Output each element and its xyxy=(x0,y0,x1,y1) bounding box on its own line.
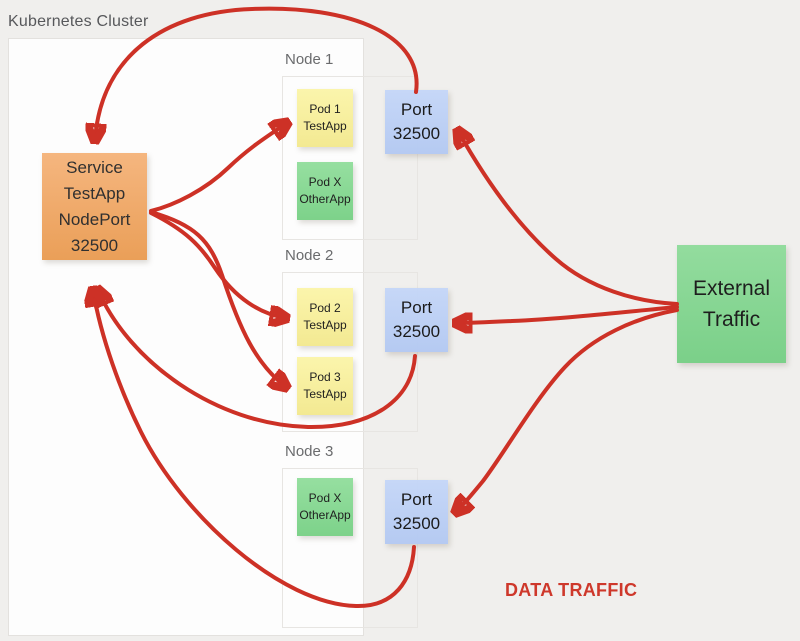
port-number: 32500 xyxy=(392,514,441,533)
node-3-label: Node 3 xyxy=(285,443,334,460)
service-line: TestApp xyxy=(63,183,126,203)
service-line: NodePort xyxy=(58,209,131,229)
arrow-external-to-port2 xyxy=(456,305,679,323)
port-number: 32500 xyxy=(392,322,441,341)
pod-app: OtherApp xyxy=(299,508,351,522)
arrow-external-to-port3 xyxy=(456,308,679,512)
port-node1-box: Port 32500 xyxy=(385,90,448,154)
port-node3-box: Port 32500 xyxy=(385,480,448,544)
port-label: Port xyxy=(400,490,433,509)
node-1-label: Node 1 xyxy=(285,51,334,68)
pod-3-box: Pod 3 TestApp xyxy=(297,357,353,415)
external-traffic-line: Traffic xyxy=(702,308,761,331)
external-traffic-box: External Traffic xyxy=(677,245,786,363)
data-traffic-caption: DATA TRAFFIC xyxy=(505,580,638,600)
arrow-external-to-port1 xyxy=(458,131,679,306)
port-label: Port xyxy=(400,100,433,119)
pod-app: TestApp xyxy=(303,387,347,401)
service-box: Service TestApp NodePort 32500 xyxy=(42,153,147,260)
service-line: 32500 xyxy=(70,235,119,255)
pod-name: Pod X xyxy=(308,175,342,189)
pod-name: Pod 3 xyxy=(309,370,341,384)
pod-x-node1-box: Pod X OtherApp xyxy=(297,162,353,220)
port-number: 32500 xyxy=(392,124,441,143)
pod-x-node3-box: Pod X OtherApp xyxy=(297,478,353,536)
node-2-label: Node 2 xyxy=(285,247,334,264)
pod-1-box: Pod 1 TestApp xyxy=(297,89,353,147)
pod-name: Pod 2 xyxy=(309,301,341,315)
port-label: Port xyxy=(400,298,433,317)
cluster-title: Kubernetes Cluster xyxy=(8,13,149,30)
pod-app: TestApp xyxy=(303,318,347,332)
pod-name: Pod X xyxy=(308,491,342,505)
pod-2-box: Pod 2 TestApp xyxy=(297,288,353,346)
pod-app: OtherApp xyxy=(299,192,351,206)
port-node2-box: Port 32500 xyxy=(385,288,448,352)
service-line: Service xyxy=(66,157,123,177)
external-traffic-line: External xyxy=(692,277,771,300)
pod-name: Pod 1 xyxy=(309,102,341,116)
pod-app: TestApp xyxy=(303,119,347,133)
